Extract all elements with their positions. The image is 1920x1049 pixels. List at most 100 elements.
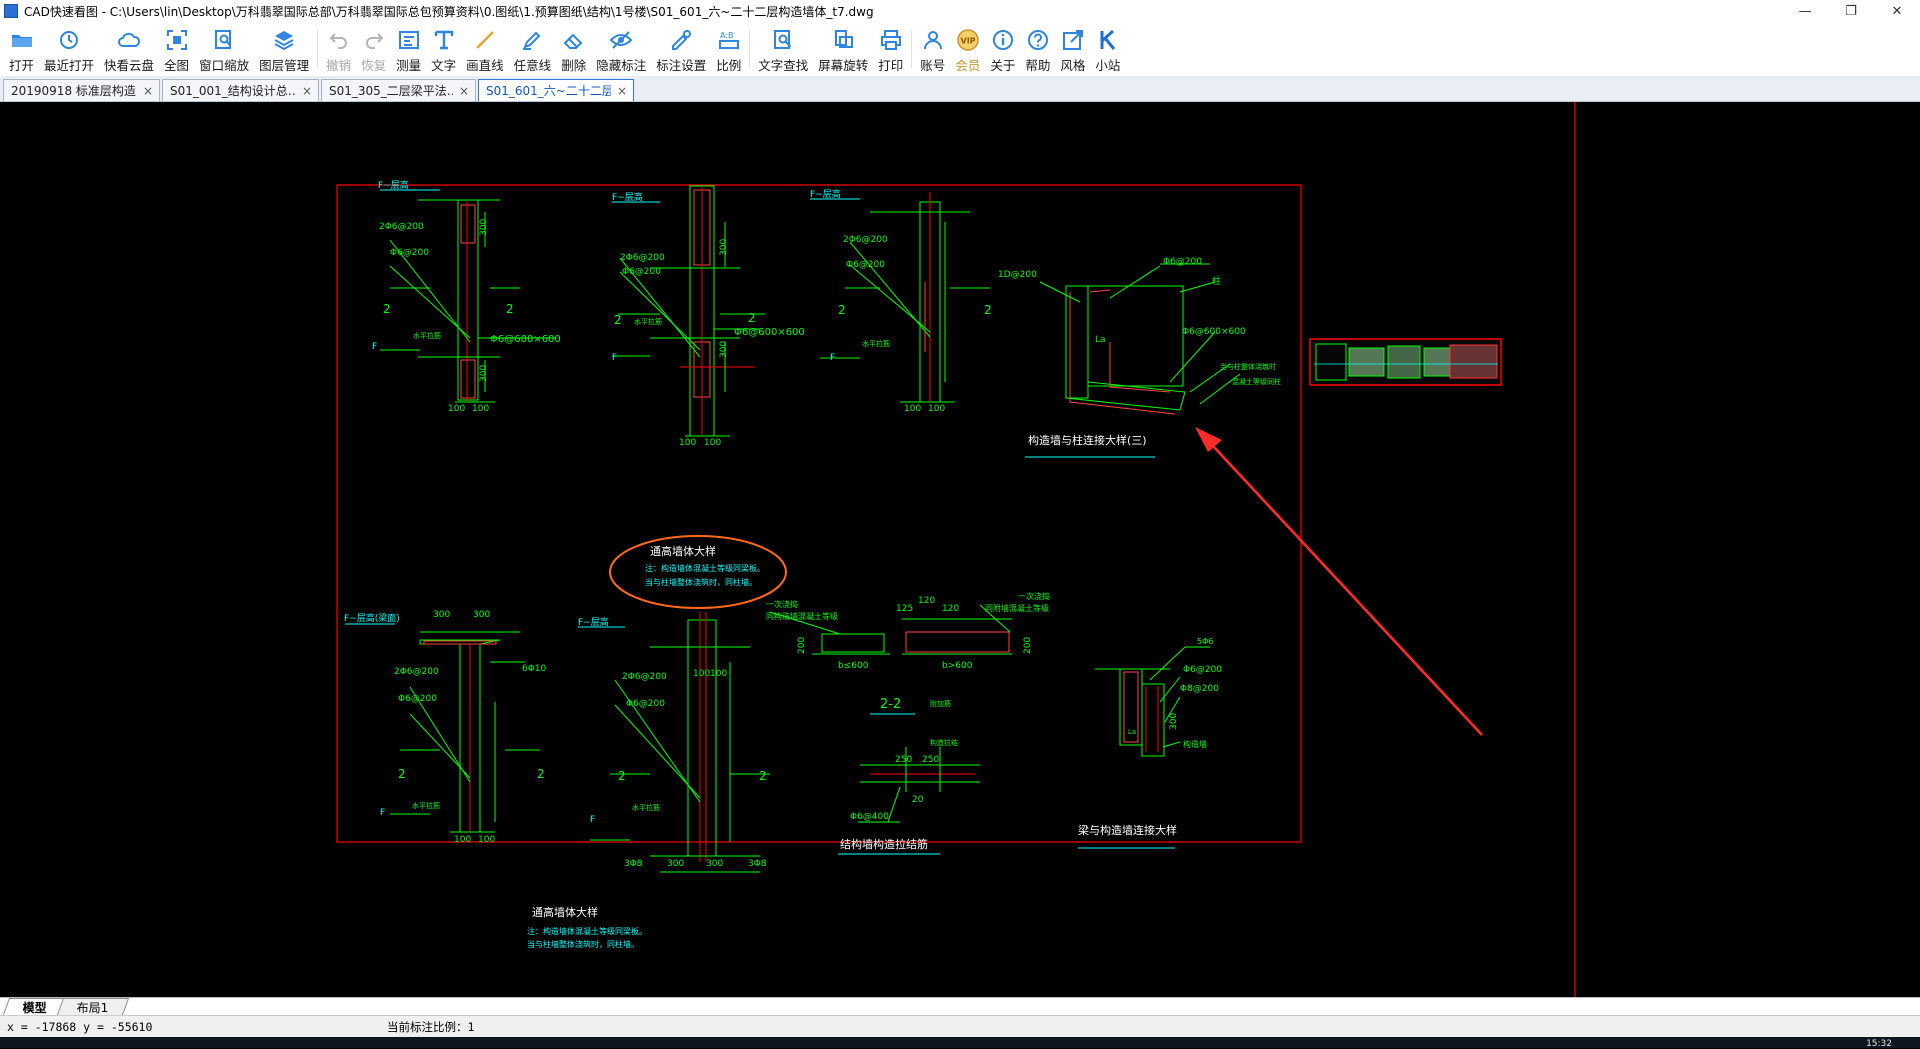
thumbnail-sheet[interactable]	[1309, 338, 1502, 386]
coordinate-readout: x = -17868 y = -55610	[7, 1019, 153, 1034]
toolbar-button-text[interactable]: 文字	[426, 22, 461, 76]
toolbar-button-line[interactable]: 画直线	[461, 22, 509, 76]
rebar-label: Φ6@600×600	[1182, 327, 1246, 337]
restore-button[interactable]: ❐	[1828, 0, 1874, 22]
rebar-label: Φ6@200	[398, 694, 437, 704]
toolbar-button-hide-annotation[interactable]: 隐藏标注	[591, 22, 651, 76]
document-tab-standard-floor[interactable]: 20190918 标准层构造… ×	[3, 79, 160, 101]
toolbar-button-annotation-settings[interactable]: 标注设置	[651, 22, 711, 76]
zoom-window-icon	[215, 30, 232, 49]
dimension-label: 300	[667, 859, 684, 869]
floor-label: F~层高	[810, 188, 841, 200]
rebar-label: Φ6@200	[390, 248, 429, 258]
rebar-label: 2Φ6@200	[622, 672, 667, 682]
k-logo-icon	[1100, 29, 1116, 50]
toolbar-button-undo[interactable]: 撤销	[321, 22, 356, 76]
taskbar-clock: 15:32	[1866, 1039, 1892, 1049]
toolbar-button-freehand[interactable]: 任意线	[509, 22, 557, 76]
dimension-label: 250	[922, 755, 939, 765]
redo-icon	[365, 33, 384, 49]
note-label: 当与柱墙整体浇筑时，同柱墙。	[645, 577, 757, 587]
toolbar-label: 打开	[9, 58, 35, 73]
text-search-icon	[774, 30, 792, 49]
layout-tab-layout1[interactable]: 布局1	[56, 998, 129, 1015]
dimension-label: 300	[473, 610, 490, 620]
floor-label: F~层高(梁面)	[344, 612, 400, 624]
toolbar-button-recent[interactable]: 最近打开	[39, 22, 99, 76]
dimension-label: 100	[679, 438, 696, 448]
rebar-label: 2Φ6@200	[843, 235, 888, 245]
toolbar-button-scale[interactable]: A:B 比例	[711, 22, 746, 76]
note-label: 水平拉筋	[412, 801, 440, 810]
info-icon	[992, 30, 1013, 50]
toolbar-label: 标注设置	[656, 58, 707, 73]
toolbar-button-redo[interactable]: 恢复	[356, 22, 391, 76]
toolbar-button-about[interactable]: 关于	[985, 22, 1020, 76]
status-bar: x = -17868 y = -55610 当前标注比例：1	[0, 1015, 1920, 1037]
rebar-label: 6Φ10	[522, 664, 547, 674]
tab-label: S01_305_二层梁平法…	[329, 84, 453, 98]
column-label: 柱	[1212, 275, 1221, 287]
toolbar-button-zoom-window[interactable]: 窗口缩放	[194, 22, 254, 76]
la-label: La	[1095, 335, 1106, 345]
toolbar-button-cloud[interactable]: 快看云盘	[99, 22, 159, 76]
close-window-button[interactable]: ✕	[1874, 0, 1920, 22]
dimension-label: 300	[479, 219, 489, 236]
document-tab-wall-detail[interactable]: S01_601_六~二十二层· ×	[478, 79, 634, 101]
drawing-frame	[336, 184, 1302, 843]
folder-icon	[11, 35, 32, 47]
note-label: 一次浇捣	[1018, 591, 1050, 601]
close-icon[interactable]: ×	[458, 83, 469, 98]
section-mark: 2	[383, 302, 391, 316]
toolbar-label: 比例	[716, 58, 742, 73]
text-icon	[434, 30, 453, 50]
toolbar-button-vip[interactable]: VIP 会员	[950, 22, 985, 76]
dimension-label: 120	[942, 604, 959, 614]
section-mark: 2	[618, 769, 626, 783]
toolbar-label: 快看云盘	[104, 58, 155, 73]
detail-wall-6	[578, 612, 770, 873]
toolbar-label: 窗口缩放	[199, 58, 250, 73]
scale-icon: A:B	[718, 31, 739, 49]
restore-icon: ❐	[1845, 3, 1857, 19]
svg-text:VIP: VIP	[960, 37, 975, 46]
toolbar-label: 隐藏标注	[596, 58, 647, 73]
floor-mark: F	[830, 353, 835, 363]
close-icon[interactable]: ×	[301, 83, 312, 98]
layout-tab-label: 模型	[22, 1000, 47, 1015]
toolbar-button-layers[interactable]: 图层管理	[254, 22, 314, 76]
section-mark: 2	[759, 769, 767, 783]
rebar-label: Φ8@200	[1180, 684, 1219, 694]
toolbar-button-open[interactable]: 打开	[4, 22, 39, 76]
close-icon[interactable]: ×	[142, 83, 153, 98]
drawing-canvas[interactable]: 2Φ6@200 Φ6@200 2 2 Φ6@600×600 100 100 30…	[0, 102, 1920, 997]
toolbar-label: 帮助	[1025, 58, 1051, 73]
annotation-settings-icon	[672, 30, 692, 50]
toolbar-button-account[interactable]: 账号	[915, 22, 950, 76]
toolbar-button-site[interactable]: 小站	[1090, 22, 1125, 76]
rebar-label: 1D@200	[998, 270, 1037, 280]
note-label: 当与柱墙整体浇筑时，同柱墙。	[527, 939, 639, 949]
rebar-label: Φ6@600×600	[490, 334, 561, 345]
toolbar-button-help[interactable]: 帮助	[1020, 22, 1055, 76]
dimension-label: 300	[433, 610, 450, 620]
rebar-label: Φ6@200	[626, 699, 665, 709]
toolbar-button-print[interactable]: 打印	[873, 22, 908, 76]
floor-label: F~层高	[578, 616, 609, 628]
toolbar-button-delete[interactable]: 删除	[556, 22, 591, 76]
note-label: 构造拉结	[930, 738, 958, 747]
dimension-label: 120	[918, 596, 935, 606]
measure-icon	[398, 31, 419, 49]
toolbar-button-rotate[interactable]: 屏幕旋转	[813, 22, 873, 76]
close-icon[interactable]: ×	[616, 83, 627, 98]
toolbar-button-style[interactable]: 风格	[1055, 22, 1090, 76]
minimize-button[interactable]: —	[1782, 0, 1828, 22]
toolbar-button-measure[interactable]: 测量	[391, 22, 426, 76]
document-tab-beam-plan[interactable]: S01_305_二层梁平法… ×	[321, 79, 476, 101]
toolbar-button-text-search[interactable]: 文字查找	[753, 22, 813, 76]
document-tab-structure-design[interactable]: S01_001_结构设计总… ×	[162, 79, 319, 101]
dimension-label: 100	[928, 404, 945, 414]
toolbar-button-fit-all[interactable]: 全图	[159, 22, 194, 76]
toolbar-label: 小站	[1095, 58, 1121, 73]
dimension-label: 100	[704, 438, 721, 448]
